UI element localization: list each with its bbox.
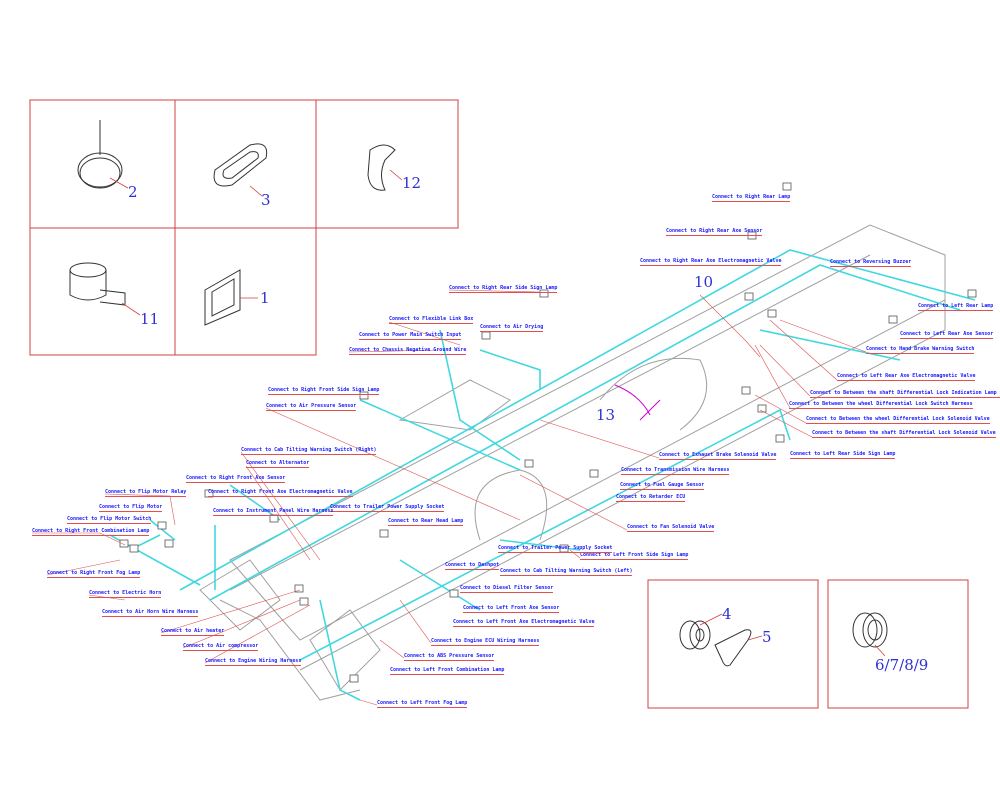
label-trailer-power-socket-2: Connect to Trailer Power Supply Socket	[330, 504, 445, 512]
label-air-pressure-sensor: Connect to Air Pressure Sensor	[266, 403, 357, 411]
label-cab-tilt-switch-right: Connect to Cab Tilting Warning Switch (R…	[241, 447, 377, 455]
part-number-5: 5	[762, 628, 772, 646]
part-number-6-7-8-9: 6/7/8/9	[875, 656, 929, 674]
label-transmission-harness: Connect to Transmission Wire Harness	[621, 467, 730, 475]
label-flip-motor: Connect to Flip Motor	[99, 504, 163, 512]
label-air-compressor: Connect to Air compressor	[183, 643, 259, 651]
label-right-front-axe-valve: Connect to Right Front Axe Electromagnet…	[208, 489, 353, 497]
leader-lines	[32, 289, 867, 706]
label-left-front-axe-sensor: Connect to Left Front Axe Sensor	[463, 605, 560, 613]
label-right-rear-lamp: Connect to Right Rear Lamp	[712, 194, 791, 202]
label-right-front-axe-sensor: Connect to Right Front Axe Sensor	[186, 475, 286, 483]
label-cab-tilt-switch-left: Connect to Cab Tilting Warning Switch (L…	[500, 568, 633, 576]
ring-part-icon	[852, 612, 888, 648]
label-left-rear-axe-valve: Connect to Left Rear Axe Electromagnetic…	[837, 373, 976, 381]
label-shaft-diff-lock-valve: Connect to Between the shaft Differentia…	[812, 430, 996, 438]
parts-panel-top	[29, 99, 459, 356]
label-abs-pressure-sensor: Connect to ABS Pressure Sensor	[404, 653, 495, 661]
label-engine-ecu-harness: Connect to Engine ECU Wiring Harness	[431, 638, 540, 646]
label-wheel-diff-lock-valve: Connect to Between the wheel Differentia…	[806, 416, 990, 424]
chassis-frame	[199, 224, 946, 701]
clamp-part-icon	[77, 120, 123, 189]
label-diesel-filter-sensor: Connect to Diesel Filter Sensor	[460, 585, 554, 593]
roller-part-icon	[679, 620, 711, 650]
grommet-part-icon	[213, 143, 268, 187]
label-shaft-diff-lock-lamp-switch: Connect to Between the shaft Differentia…	[810, 390, 1000, 398]
label-fuel-gauge-sensor: Connect to Fuel Gauge Sensor	[620, 482, 705, 490]
part-number-12: 12	[402, 174, 422, 192]
label-dashpot: Connect to Dashpot	[445, 562, 500, 570]
connector-part-icon	[69, 262, 126, 306]
label-right-front-side-sign-lamp: Connect to Right Front Side Sign Lamp	[268, 387, 380, 395]
label-flexible-link-box: Connect to Flexible Link Box	[389, 316, 474, 324]
label-fan-solenoid-valve: Connect to Fan Solenoid Valve	[627, 524, 715, 532]
label-alternator: Connect to Alternator	[246, 460, 310, 468]
label-left-front-axe-valve: Connect to Left Front Axe Electromagneti…	[453, 619, 595, 627]
label-flip-motor-switch: Connect to Flip Motor Switch	[67, 516, 152, 524]
label-engine-wiring-harness: Connect to Engine Wiring Harness	[205, 658, 302, 666]
part-number-2: 2	[128, 183, 138, 201]
part-number-10: 10	[694, 273, 714, 291]
harness-13	[614, 384, 661, 421]
parts-panel-bottom	[647, 579, 969, 709]
label-exhaust-brake-valve: Connect to Exhaust Brake Solenoid Valve	[659, 452, 777, 460]
label-hand-brake-switch: Connect to Hand Brake Warning Switch	[866, 346, 975, 354]
connectors	[119, 182, 977, 683]
key-part-icon	[714, 629, 752, 667]
label-right-rear-side-sign-lamp: Connect to Right Rear Side Sign Lamp	[449, 285, 558, 293]
label-left-front-side-sign-lamp: Connect to Left Front Side Sign Lamp	[580, 552, 689, 560]
label-right-rear-axe-valve: Connect to Right Rear Axe Electromagneti…	[640, 258, 782, 266]
label-left-rear-lamp: Connect to Left Rear Lamp	[918, 303, 994, 311]
part-number-13: 13	[596, 406, 616, 424]
label-right-front-fog-lamp: Connect to Right Front Fog Lamp	[47, 570, 141, 578]
label-rear-head-lamp: Connect to Rear Head Lamp	[388, 518, 464, 526]
part-number-4: 4	[722, 605, 732, 623]
label-right-front-combination-lamp: Connect to Right Front Combination Lamp	[32, 528, 150, 536]
label-trailer-power-socket: Connect to Trailer Power Supply Socket	[498, 545, 613, 553]
part-number-3: 3	[261, 191, 271, 209]
part-number-11: 11	[140, 310, 160, 328]
label-instrument-panel-harness: Connect to Instrument Panel Wire Harness	[213, 508, 334, 516]
label-left-rear-side-sign-lamp: Connect to Left Rear Side Sign Lamp	[790, 451, 896, 459]
label-flip-motor-relay: Connect to Flip Motor Relay	[105, 489, 187, 497]
label-electric-horn: Connect to Electric Horn	[89, 590, 162, 598]
bracket-part-icon	[367, 144, 396, 191]
label-reversing-buzzer: Connect to Reversing Buzzer	[830, 259, 912, 267]
label-left-rear-axe-sensor: Connect to Left Rear Axe Sensor	[900, 331, 994, 339]
label-left-front-combination-lamp: Connect to Left Front Combination Lamp	[390, 667, 505, 675]
label-left-front-fog-lamp: Connect to Left Front Fog Lamp	[377, 700, 468, 708]
label-air-heater: Connect to Air heater	[161, 628, 225, 636]
part-number-1: 1	[260, 289, 270, 307]
label-power-main-switch: Connect to Power Main Switch Input	[359, 332, 462, 340]
label-air-drying: Connect to Air Drying	[480, 324, 544, 332]
label-wheel-diff-lock-switch-harness: Connect to Between the wheel Differentia…	[789, 401, 973, 409]
label-retarder-ecu: Connect to Retarder ECU	[616, 494, 686, 502]
label-air-horn-harness: Connect to Air Horn Wire Harness	[102, 609, 199, 617]
label-chassis-ground-wire: Connect to Chassis Negative Ground Wire	[349, 347, 467, 355]
gasket-part-icon	[204, 269, 241, 326]
label-right-rear-axe-sensor: Connect to Right Rear Axe Sensor	[666, 228, 763, 236]
